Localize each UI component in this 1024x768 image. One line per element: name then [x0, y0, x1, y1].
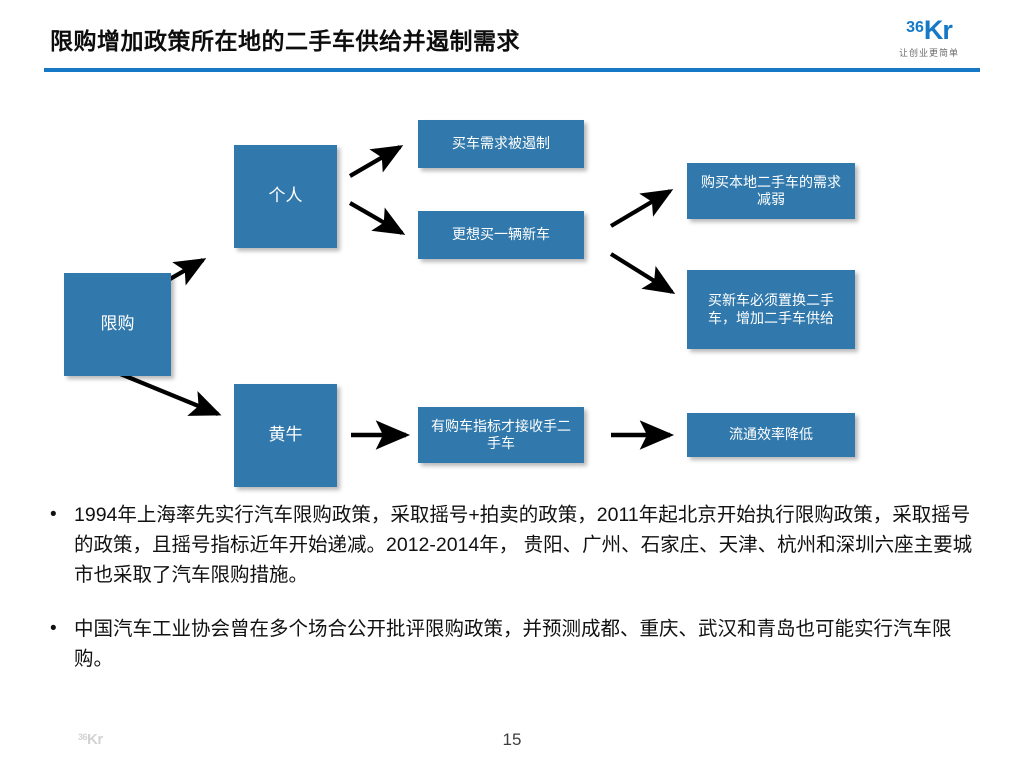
arrow-geren-to-maiche-ezhi: [348, 145, 404, 178]
arrow-xinche-to-zhihuan: [609, 252, 676, 294]
footer-watermark-logo: 36Kr: [78, 731, 103, 748]
bullet-item: 中国汽车工业协会曾在多个场合公开批评限购政策，并预测成都、重庆、武汉和青岛也可能…: [44, 614, 984, 674]
brand-tagline: 让创业更简单: [898, 48, 959, 58]
node-xiang-mai-xinche[interactable]: 更想买一辆新车: [418, 211, 584, 259]
bullet-item: 1994年上海率先实行汽车限购政策，采取摇号+拍卖的政策，2011年起北京开始执…: [44, 500, 984, 590]
node-liutong-jiangdi[interactable]: 流通效率降低: [687, 413, 855, 457]
page-title: 限购增加政策所在地的二手车供给并遏制需求: [50, 28, 520, 54]
node-zhihuan-ershou[interactable]: 买新车必须置换二手车，增加二手车供给: [687, 270, 855, 349]
arrow-xiangou-to-huangniu: [117, 371, 222, 416]
footer-logo-36: 36: [78, 732, 88, 742]
bullet-list: 1994年上海率先实行汽车限购政策，采取摇号+拍卖的政策，2011年起北京开始执…: [44, 500, 984, 674]
node-liutong-jiangdi-label: 流通效率降低: [729, 426, 813, 443]
page-number: 15: [502, 730, 522, 749]
node-xiangou-label: 限购: [100, 314, 135, 334]
node-gouche-zhibiao[interactable]: 有购车指标才接收手二手车: [418, 407, 584, 463]
node-bendi-ershouche[interactable]: 购买本地二手车的需求减弱: [687, 163, 855, 219]
node-geren[interactable]: 个人: [234, 145, 337, 248]
diagram-arrow-layer: [114, 145, 676, 450]
node-huangniu[interactable]: 黄牛: [234, 384, 337, 487]
node-xiang-mai-xinche-label: 更想买一辆新车: [452, 226, 550, 243]
brand-logo: 36Kr 让创业更简单: [870, 14, 988, 64]
node-gouche-zhibiao-label: 有购车指标才接收手二手车: [431, 417, 571, 451]
node-huangniu-label: 黄牛: [268, 425, 303, 445]
node-bendi-ershouche-label: 购买本地二手车的需求减弱: [701, 173, 841, 207]
node-maiche-ezhi[interactable]: 买车需求被遏制: [418, 120, 584, 168]
arrow-xinche-to-bendi: [609, 189, 674, 228]
node-geren-label: 个人: [268, 186, 303, 206]
brand-logo-36: 36: [906, 19, 924, 36]
brand-logo-kr: Kr: [923, 15, 953, 45]
arrow-geren-to-xinche: [348, 201, 406, 235]
footer-logo-kr: Kr: [87, 731, 103, 748]
node-maiche-ezhi-label: 买车需求被遏制: [452, 135, 550, 152]
node-xiangou[interactable]: 限购: [64, 273, 171, 376]
brand-logo-mark: 36Kr: [870, 14, 988, 44]
flow-diagram: 限购 个人 黄牛 买车需求被遏制 更想买一辆新车 有购车指标才接收手二手车 购买…: [0, 88, 1024, 488]
title-divider: [44, 68, 980, 72]
node-zhihuan-ershou-label: 买新车必须置换二手车，增加二手车供给: [708, 292, 834, 326]
